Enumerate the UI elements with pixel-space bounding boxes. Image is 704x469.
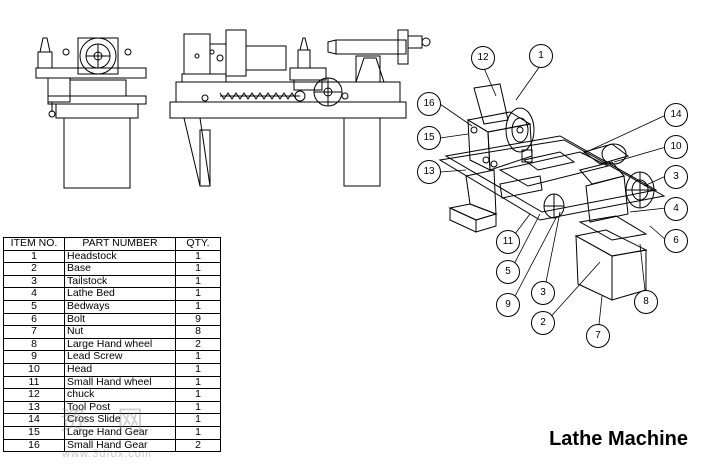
qty-cell: 2 xyxy=(175,337,221,352)
balloon-16: 16 xyxy=(417,92,441,116)
part-number-cell: Tailstock xyxy=(64,274,176,289)
table-header-row: ITEM NO. PART NUMBER QTY. xyxy=(3,237,221,251)
qty-cell: 1 xyxy=(175,274,221,289)
balloon-5: 5 xyxy=(496,260,520,284)
qty-cell: 2 xyxy=(175,438,221,453)
balloon-9: 9 xyxy=(496,293,520,317)
qty-cell: 8 xyxy=(175,325,221,339)
qty-cell: 1 xyxy=(175,287,221,301)
item-no-cell: 7 xyxy=(3,325,65,339)
item-no-cell: 14 xyxy=(3,413,65,427)
balloon-3b: 3 xyxy=(531,281,555,305)
qty-cell: 1 xyxy=(175,413,221,427)
side-view xyxy=(35,37,147,189)
part-number-cell: Headstock xyxy=(64,249,176,264)
qty-cell: 1 xyxy=(175,350,221,364)
qty-cell: 1 xyxy=(175,375,221,390)
balloon-7: 7 xyxy=(586,324,610,348)
part-number-cell: Small Hand wheel xyxy=(64,375,176,390)
part-number-cell: Bolt xyxy=(64,312,176,327)
balloon-10: 10 xyxy=(664,135,688,159)
part-number-cell: Large Hand wheel xyxy=(64,337,176,352)
balloon-4: 4 xyxy=(664,197,688,221)
balloon-6: 6 xyxy=(664,229,688,253)
leader-lines xyxy=(439,65,667,335)
item-no-cell: 2 xyxy=(3,262,65,276)
qty-cell: 1 xyxy=(175,425,221,440)
item-no-cell: 3 xyxy=(3,274,65,289)
balloon-15: 15 xyxy=(417,126,441,150)
balloon-1: 1 xyxy=(529,44,553,68)
drawing-title: Lathe Machine xyxy=(549,428,688,450)
item-no-cell: 1 xyxy=(3,249,65,264)
qty-cell: 9 xyxy=(175,312,221,327)
qty-cell: 1 xyxy=(175,362,221,377)
balloon-11: 11 xyxy=(496,230,520,254)
balloon-13: 13 xyxy=(417,160,441,184)
balloon-12: 12 xyxy=(471,46,495,70)
isometric-view xyxy=(438,83,666,301)
balloon-3a: 3 xyxy=(664,165,688,189)
item-no-cell: 16 xyxy=(3,438,65,453)
front-view xyxy=(169,29,431,187)
watermark: 资 网 xyxy=(60,405,156,435)
part-number-cell: Base xyxy=(64,262,176,276)
part-number-cell: Nut xyxy=(64,325,176,339)
balloon-14: 14 xyxy=(664,103,688,127)
part-number-cell: Bedways xyxy=(64,299,176,314)
item-no-cell: 4 xyxy=(3,287,65,301)
watermark-url: www.3dfox.com xyxy=(62,448,153,460)
item-no-cell: 12 xyxy=(3,388,65,402)
item-no-cell: 8 xyxy=(3,337,65,352)
item-no-cell: 9 xyxy=(3,350,65,364)
item-no-cell: 10 xyxy=(3,362,65,377)
qty-cell: 1 xyxy=(175,388,221,402)
qty-cell: 1 xyxy=(175,262,221,276)
qty-cell: 1 xyxy=(175,249,221,264)
item-no-cell: 6 xyxy=(3,312,65,327)
part-number-cell: Head xyxy=(64,362,176,377)
column-header-qty: QTY. xyxy=(175,237,221,251)
part-number-cell: Lead Screw xyxy=(64,350,176,364)
item-no-cell: 11 xyxy=(3,375,65,390)
balloon-2: 2 xyxy=(531,311,555,335)
item-no-cell: 13 xyxy=(3,400,65,415)
balloon-8: 8 xyxy=(634,290,658,314)
item-no-cell: 5 xyxy=(3,299,65,314)
qty-cell: 1 xyxy=(175,299,221,314)
column-header-item-no: ITEM NO. xyxy=(3,237,65,251)
column-header-part-number: PART NUMBER xyxy=(64,237,176,251)
item-no-cell: 15 xyxy=(3,425,65,440)
qty-cell: 1 xyxy=(175,400,221,415)
part-number-cell: Lathe Bed xyxy=(64,287,176,301)
